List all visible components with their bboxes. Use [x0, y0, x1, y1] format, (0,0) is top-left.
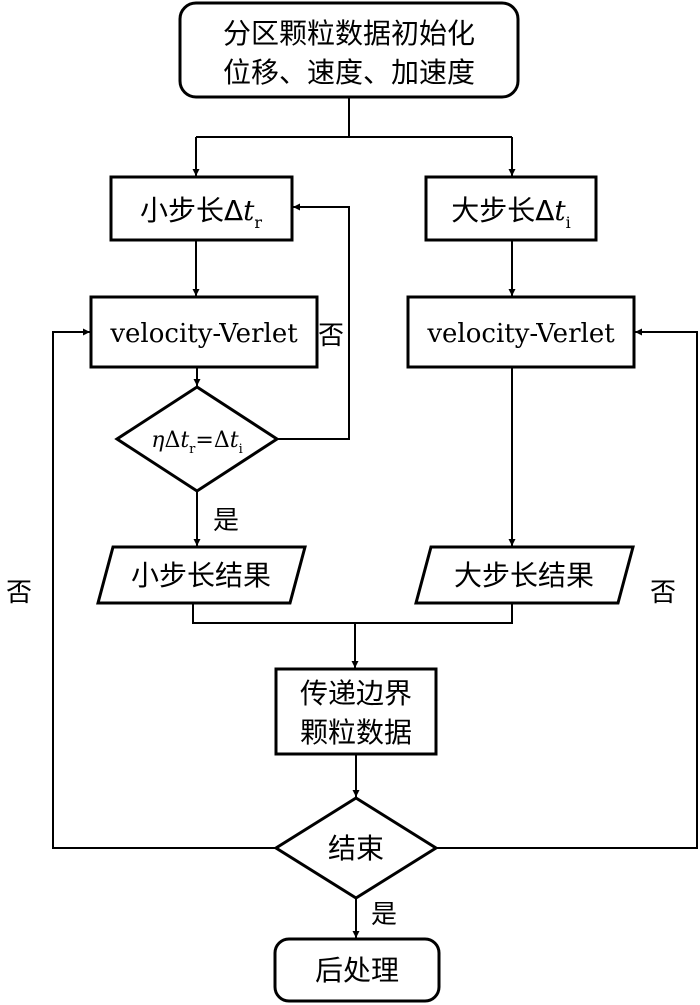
- cond-eq: =Δ: [195, 428, 229, 453]
- post-process-label: 后处理: [315, 954, 399, 987]
- end-label: 结束: [328, 832, 384, 865]
- init-line-2: 位移、速度、加速度: [223, 56, 475, 89]
- init-line-1: 分区颗粒数据初始化: [223, 17, 475, 50]
- label-no-left: 否: [6, 578, 32, 608]
- large-step-node: 大步长Δti: [424, 175, 598, 242]
- small-result-label: 小步长结果: [131, 559, 271, 592]
- end-diamond: 结束: [273, 796, 439, 900]
- label-no-inner: 否: [318, 321, 344, 351]
- small-result-node: 小步长结果: [96, 545, 307, 605]
- edge-condition-no-loop: [277, 203, 350, 440]
- svg-text:小步长Δtr: 小步长Δtr: [140, 194, 262, 232]
- transfer-line-2: 颗粒数据: [300, 716, 412, 749]
- large-step-prefix: 大步长Δ: [451, 194, 554, 227]
- edge-end-no-right-loop: [436, 328, 698, 849]
- label-yes-condition: 是: [213, 506, 239, 536]
- label-no-right: 否: [650, 578, 676, 608]
- velocity-verlet-left-label: velocity-Verlet: [109, 319, 298, 349]
- cond-eta: η: [151, 428, 164, 453]
- small-step-sub: r: [254, 213, 262, 232]
- cond-t-1: t: [180, 428, 189, 453]
- small-step-var: t: [243, 194, 255, 227]
- svg-text:大步长Δti: 大步长Δti: [451, 194, 571, 232]
- label-yes-end: 是: [371, 900, 397, 930]
- transfer-node: 传递边界 颗粒数据: [274, 667, 438, 756]
- small-step-prefix: 小步长Δ: [140, 194, 243, 227]
- large-result-label: 大步长结果: [454, 559, 594, 592]
- velocity-verlet-right-label: velocity-Verlet: [426, 319, 615, 349]
- svg-text:ηΔtr=Δti: ηΔtr=Δti: [151, 428, 242, 457]
- condition-diamond: ηΔtr=Δti: [114, 385, 280, 493]
- init-node: 分区颗粒数据初始化 位移、速度、加速度: [178, 1, 520, 99]
- edge-init-split: [196, 97, 512, 138]
- edge-end-no-left-loop: [52, 328, 276, 849]
- cond-delta-1: Δ: [164, 428, 180, 453]
- velocity-verlet-right-node: velocity-Verlet: [406, 295, 636, 369]
- small-step-node: 小步长Δtr: [109, 175, 294, 242]
- transfer-line-1: 传递边界: [300, 677, 412, 710]
- large-result-node: 大步长结果: [414, 545, 635, 605]
- velocity-verlet-left-node: velocity-Verlet: [89, 295, 319, 369]
- large-step-var: t: [554, 194, 566, 227]
- edge-results-merge: [192, 603, 513, 624]
- post-process-node: 后处理: [273, 937, 441, 1003]
- large-step-sub: i: [566, 213, 571, 232]
- cond-sub-2: i: [239, 442, 243, 457]
- cond-t-2: t: [230, 428, 239, 453]
- cond-sub-1: r: [189, 442, 196, 457]
